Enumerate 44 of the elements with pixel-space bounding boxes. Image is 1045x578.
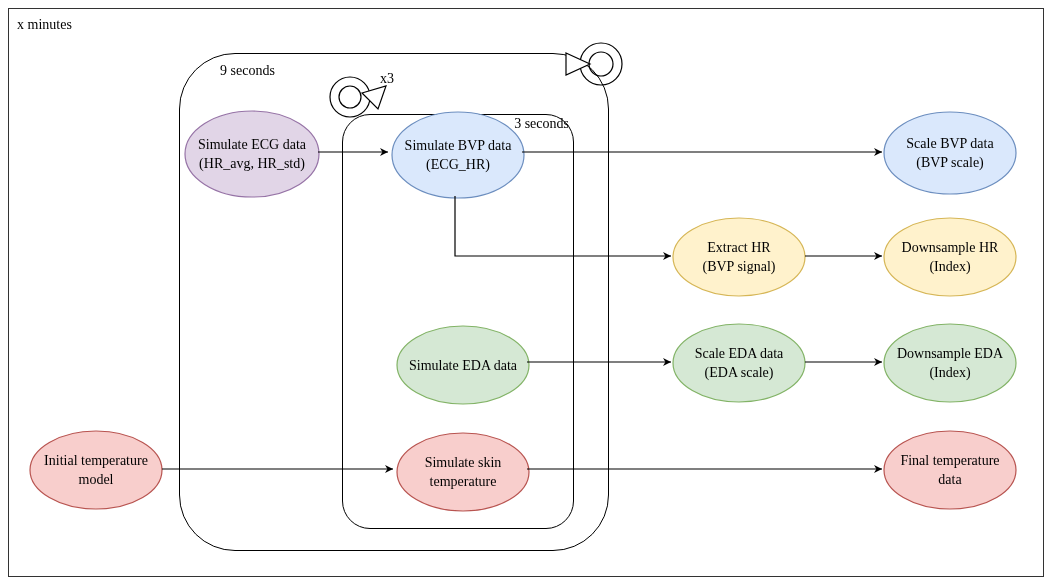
node-text: (BVP signal) [701,258,777,276]
process-ellipse [883,430,1017,510]
arrow [454,195,672,260]
arrow [526,465,883,473]
node-text: Simulate ECG data [196,136,308,154]
node-text: Extract HR [706,239,772,257]
process-ellipse [29,430,163,510]
arrow [526,358,672,366]
group-title: 3 seconds [514,116,569,132]
arrow [804,358,883,366]
process-ellipse [391,111,525,199]
group-title: 9 seconds [220,63,275,79]
node-text: Simulate EDA data [407,356,519,375]
process-ellipse [672,323,806,403]
node-text: Downsample HR [900,239,1000,257]
process-ellipse [184,110,320,198]
node-text: (ECG_HR) [425,156,491,174]
arrow [161,465,394,473]
group-box [8,8,1044,577]
node-text: (Index) [928,258,972,276]
group-title: x minutes [17,17,72,33]
group-box [342,114,574,529]
process-ellipse [883,323,1017,403]
node-text: Downsample EDA [895,345,1005,363]
node-text: Simulate skin temperature [423,454,503,491]
node-text: (EDA scale) [703,364,775,382]
node-text: (HR_avg, HR_std) [198,155,306,173]
node-text: Final temperature data [899,452,1001,489]
node-text: Simulate BVP data [403,137,513,155]
process-ellipse [883,111,1017,195]
repeat-count: x3 [380,71,394,87]
node-text: (BVP scale) [915,154,985,172]
node-text: Initial temperature model [43,452,149,489]
group-box [179,53,609,551]
process-ellipse [396,325,530,405]
node-text: Scale BVP data [905,135,995,153]
arrow [804,252,883,260]
process-ellipse [672,217,806,297]
process-ellipse [396,432,530,512]
process-ellipse [883,217,1017,297]
node-text: (Index) [928,364,972,382]
arrow [317,148,389,156]
node-text: Scale EDA data [693,345,785,363]
arrow [521,148,883,156]
